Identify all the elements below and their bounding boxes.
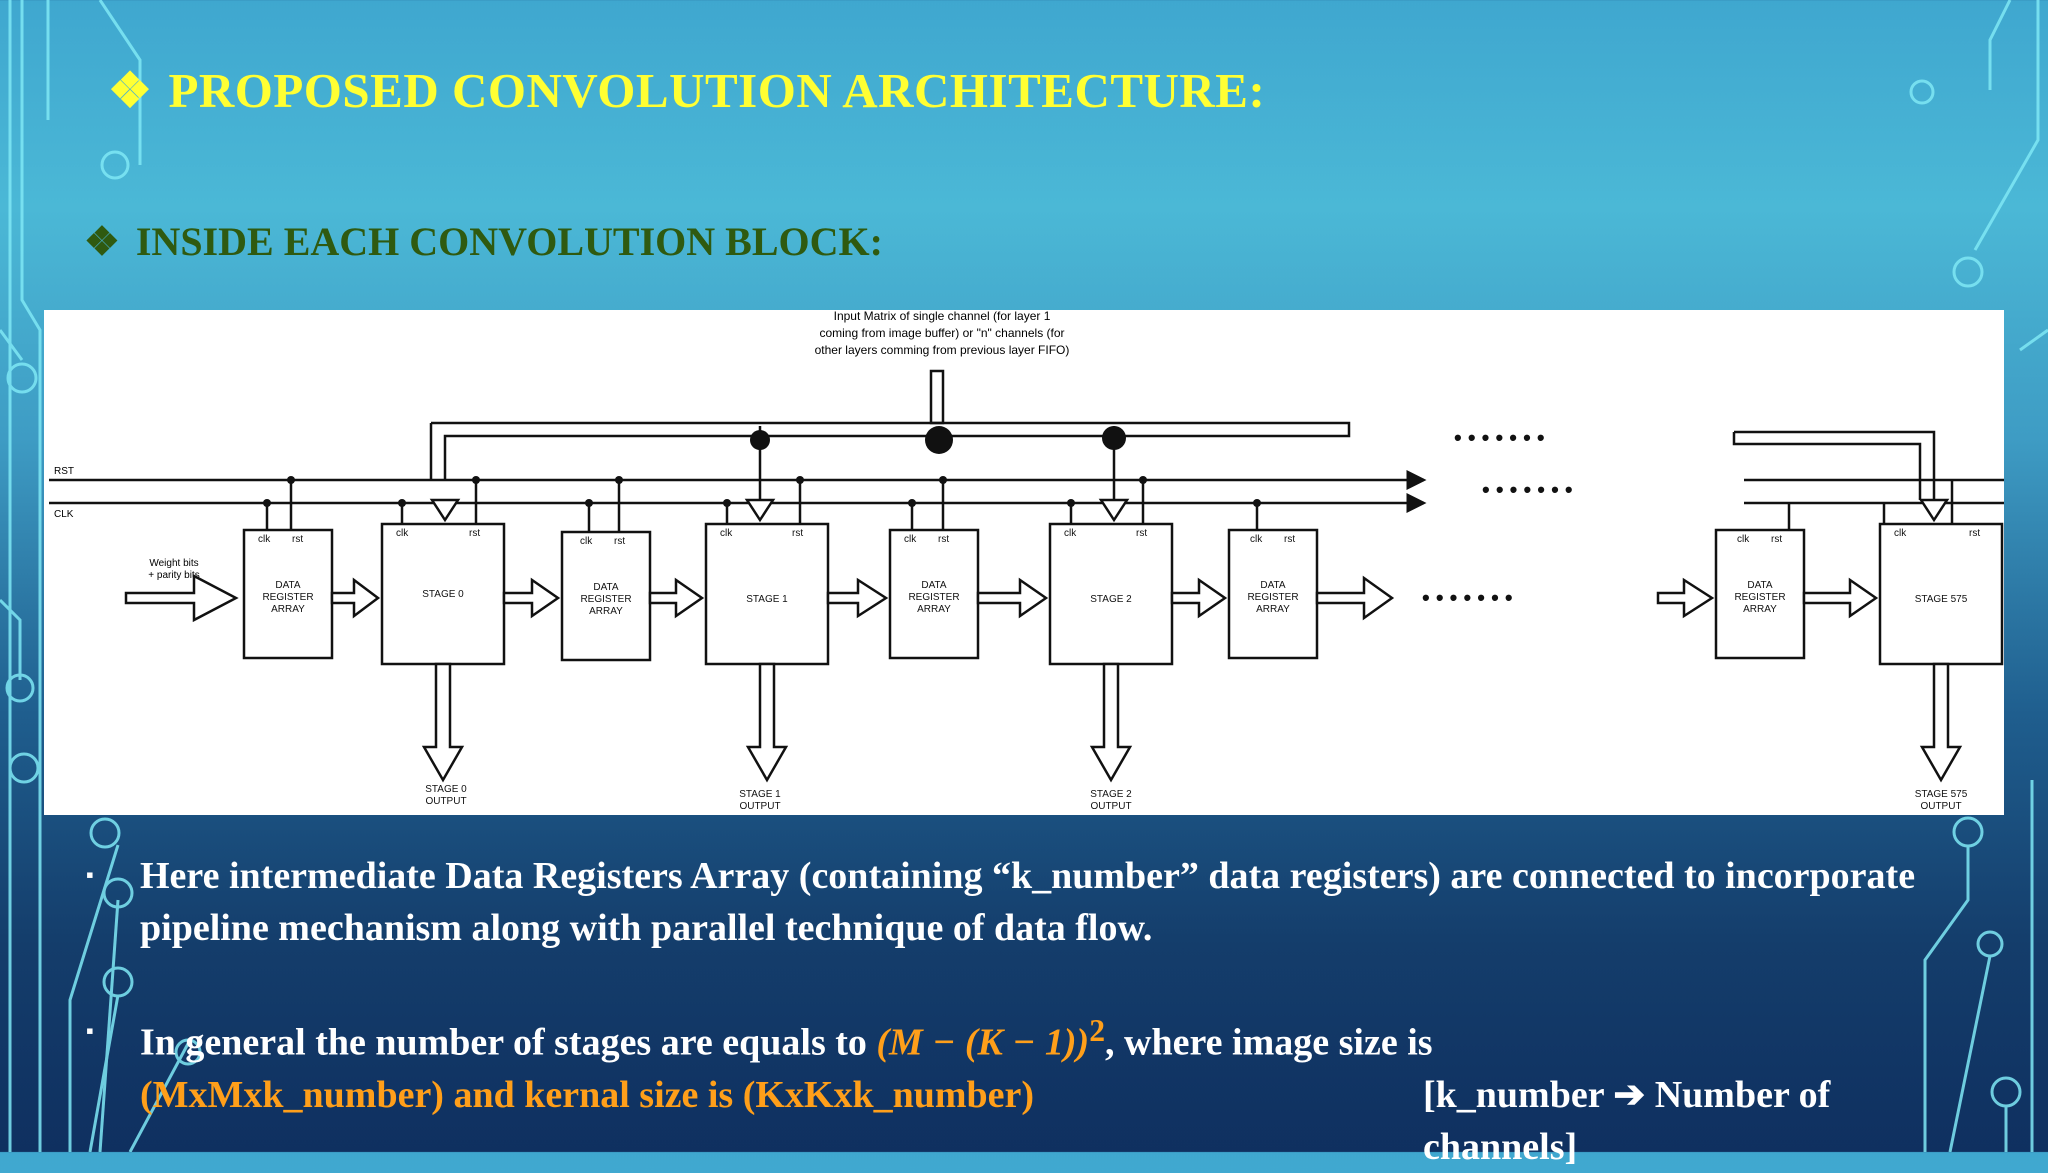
ellipsis-dots: • • • • • • •	[1482, 477, 1573, 502]
p2-text-b: , where image size is	[1105, 1021, 1433, 1064]
clk-pin-label: clk	[1737, 534, 1750, 545]
data-reg-label: DATA	[1747, 580, 1773, 591]
data-reg-label: REGISTER	[1734, 592, 1785, 603]
clk-pin-label: clk	[720, 528, 733, 539]
data-reg-label: ARRAY	[1743, 604, 1777, 615]
stage-output-label: STAGE 575	[1915, 789, 1968, 800]
clk-pin-label: clk	[580, 536, 593, 547]
rst-pin-label: rst	[1136, 528, 1147, 539]
stage-output-label: OUTPUT	[739, 801, 780, 812]
slide-title-text: PROPOSED CONVOLUTION ARCHITECTURE:	[168, 63, 1266, 118]
clk-label: CLK	[54, 509, 74, 520]
architecture-diagram: Input Matrix of single channel (for laye…	[44, 309, 2004, 815]
rst-pin-label: rst	[1969, 528, 1980, 539]
formula-exponent: 2	[1089, 1013, 1106, 1048]
data-reg-label: DATA	[921, 580, 947, 591]
stage-output-label: STAGE 0	[425, 784, 467, 795]
stage-output-label: OUTPUT	[1920, 801, 1961, 812]
stage-output-label: OUTPUT	[425, 796, 466, 807]
rst-pin-label: rst	[1284, 534, 1295, 545]
data-reg-label: REGISTER	[908, 592, 959, 603]
bullet-paragraph-1: Here intermediate Data Registers Array (…	[140, 855, 1916, 949]
data-reg-label: REGISTER	[262, 592, 313, 603]
slide-subtitle-text: INSIDE EACH CONVOLUTION BLOCK:	[135, 219, 883, 264]
data-reg-label: ARRAY	[589, 606, 623, 617]
diamond-bullet-icon: ❖	[84, 219, 120, 264]
rst-pin-label: rst	[938, 534, 949, 545]
stage-label: STAGE 0	[422, 589, 464, 600]
rst-label: RST	[54, 466, 74, 477]
p2-text-c: (MxMxk_number) and kernal size is (KxKxk…	[140, 1073, 1035, 1116]
stage-output-label: STAGE 2	[1090, 789, 1132, 800]
clk-pin-label: clk	[396, 528, 409, 539]
slide-title: ❖ PROPOSED CONVOLUTION ARCHITECTURE:	[108, 62, 1265, 119]
data-reg-label: ARRAY	[1256, 604, 1290, 615]
channel-note: [k_number ➔ Number of channels]	[1423, 1073, 1831, 1168]
data-reg-label: REGISTER	[580, 594, 631, 605]
clk-pin-label: clk	[1894, 528, 1907, 539]
list-bullet: ▪	[86, 862, 94, 887]
stage-label: STAGE 2	[1090, 594, 1132, 605]
data-reg-label: ARRAY	[271, 604, 305, 615]
list-bullet: ▪	[86, 1018, 94, 1043]
ellipsis-dots: • • • • • • •	[1454, 425, 1545, 450]
data-reg-label: DATA	[593, 582, 619, 593]
rst-pin-label: rst	[614, 536, 625, 547]
ellipsis-dots: • • • • • • •	[1422, 585, 1513, 610]
stage-count-formula: (M − (K − 1))	[876, 1021, 1090, 1064]
clk-pin-label: clk	[258, 534, 271, 545]
rst-pin-label: rst	[792, 528, 803, 539]
stage-label: STAGE 1	[746, 594, 788, 605]
clk-pin-label: clk	[1064, 528, 1077, 539]
stage-label: STAGE 575	[1915, 594, 1968, 605]
input-note-line2: coming from image buffer) or "n" channel…	[819, 326, 1064, 340]
rst-pin-label: rst	[292, 534, 303, 545]
rst-pin-label: rst	[1771, 534, 1782, 545]
data-reg-label: DATA	[275, 580, 301, 591]
p2-text-a: In general the number of stages are equa…	[140, 1021, 877, 1064]
weight-label-2: + parity bits	[148, 570, 199, 581]
weight-label-1: Weight bits	[149, 558, 198, 569]
data-reg-label: DATA	[1260, 580, 1286, 591]
input-note-line3: other layers comming from previous layer…	[815, 343, 1070, 357]
architecture-diagram-svg: Input Matrix of single channel (for laye…	[49, 309, 2004, 812]
data-reg-label: ARRAY	[917, 604, 951, 615]
data-reg-label: REGISTER	[1247, 592, 1298, 603]
rst-pin-label: rst	[469, 528, 480, 539]
clk-pin-label: clk	[904, 534, 917, 545]
stage-output-label: STAGE 1	[739, 789, 781, 800]
diamond-bullet-icon: ❖	[108, 63, 153, 118]
input-note-line1: Input Matrix of single channel (for laye…	[834, 310, 1051, 323]
slide-subtitle: ❖ INSIDE EACH CONVOLUTION BLOCK:	[84, 218, 883, 265]
stage-output-label: OUTPUT	[1090, 801, 1131, 812]
clk-pin-label: clk	[1250, 534, 1263, 545]
bullet-paragraph-2: In general the number of stages are equa…	[140, 1005, 1960, 1168]
